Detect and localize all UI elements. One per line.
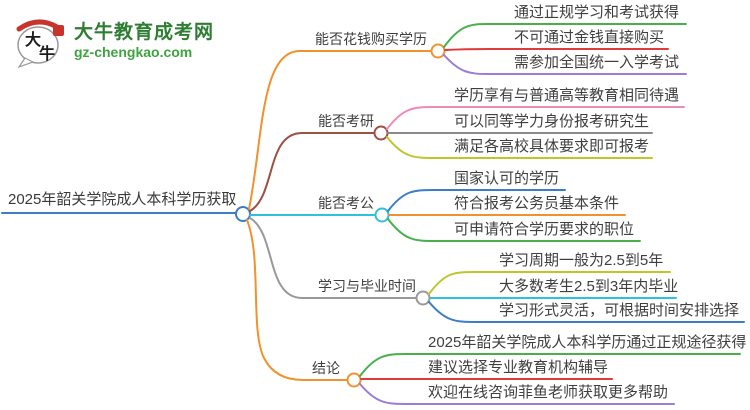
- logo-seal: [53, 25, 64, 36]
- branch-4-group: [249, 217, 431, 306]
- branch-2-connector[interactable]: [373, 125, 389, 141]
- leaf-label: 满足各高校具体要求即可报考: [454, 138, 650, 155]
- leaf-curve: [443, 54, 687, 75]
- logo-char-1: 大: [25, 30, 41, 49]
- leaf-curve: [386, 136, 653, 159]
- branch-1-label: 能否花钱购买学历: [315, 31, 427, 47]
- leaf-label: 欢迎在线咨询菲鱼老师获取更多帮助: [428, 384, 669, 401]
- branch-4-label: 学习与毕业时间: [318, 278, 416, 294]
- branch-5-group: [246, 219, 362, 388]
- leaf-curve: [428, 301, 745, 323]
- branch-1-curve: [248, 50, 432, 210]
- root-node-label: 2025年韶关学院成人本科学历获取: [8, 191, 237, 208]
- branch-5-label: 结论: [312, 360, 340, 376]
- leaf-curve: [387, 218, 641, 242]
- logo-title: 大牛教育成考网: [74, 22, 215, 44]
- leaf-curve: [359, 383, 675, 405]
- branch-5-connector[interactable]: [346, 372, 362, 388]
- branch-4-curve: [249, 217, 417, 299]
- leaf-curve: [359, 353, 741, 377]
- leaf-label: 国家认可的学历: [454, 170, 560, 187]
- logo-bubble-tail: [17, 57, 35, 69]
- logo-char-2: 牛: [39, 44, 55, 63]
- root-node-connector[interactable]: [235, 206, 251, 222]
- leaf-label: 需参加全国统一入学考试: [514, 54, 680, 71]
- leaf-label: 可申请符合学历要求的职位: [454, 221, 635, 238]
- site-logo[interactable]: 大 牛 大牛教育成考网 gz-chengkao.com: [12, 12, 214, 70]
- branch-2-label: 能否考研: [318, 113, 374, 129]
- leaf-label: 建议选择专业教育机构辅导: [428, 359, 609, 376]
- leaf-label: 学习周期一般为2.5到5年: [499, 252, 664, 269]
- leaf-curve: [444, 48, 669, 51]
- branch-4-connector[interactable]: [415, 290, 431, 306]
- leaf-curve: [387, 189, 566, 212]
- leaf-label: 符合报考公务员基本条件: [454, 195, 620, 212]
- leaf-curve: [443, 23, 687, 48]
- logo-domain: gz-chengkao.com: [74, 43, 193, 60]
- logo-bubble-icon: 大 牛: [16, 19, 64, 69]
- branch-2-group: [249, 125, 389, 212]
- branch-1-group: [248, 43, 446, 210]
- leaf-label: 大多数考生2.5到3年内毕业: [499, 278, 679, 295]
- leaf-label: 通过正规学习和考试获得: [514, 4, 680, 21]
- branch-5-curve: [246, 219, 348, 381]
- branch-3-label: 能否考公: [318, 195, 374, 211]
- leaf-label: 2025年韶关学院成人本科学历通过正规途径获得: [428, 334, 747, 351]
- leaf-label: 学习形式灵活，可根据时间安排选择: [499, 302, 740, 319]
- logo-bubble: [17, 26, 59, 64]
- leaf-label: 学历享有与普通高等教育相同待遇: [454, 87, 680, 104]
- branch-2-curve: [249, 132, 376, 212]
- leaf-label: 可以同等学力身份报考研究生: [454, 113, 650, 130]
- leaf-label: 不可通过金钱直接购买: [514, 29, 665, 46]
- leaf-curve: [386, 106, 685, 130]
- branch-3-connector[interactable]: [374, 207, 390, 223]
- leaf-curve: [428, 271, 671, 295]
- branch-1-connector[interactable]: [430, 43, 446, 59]
